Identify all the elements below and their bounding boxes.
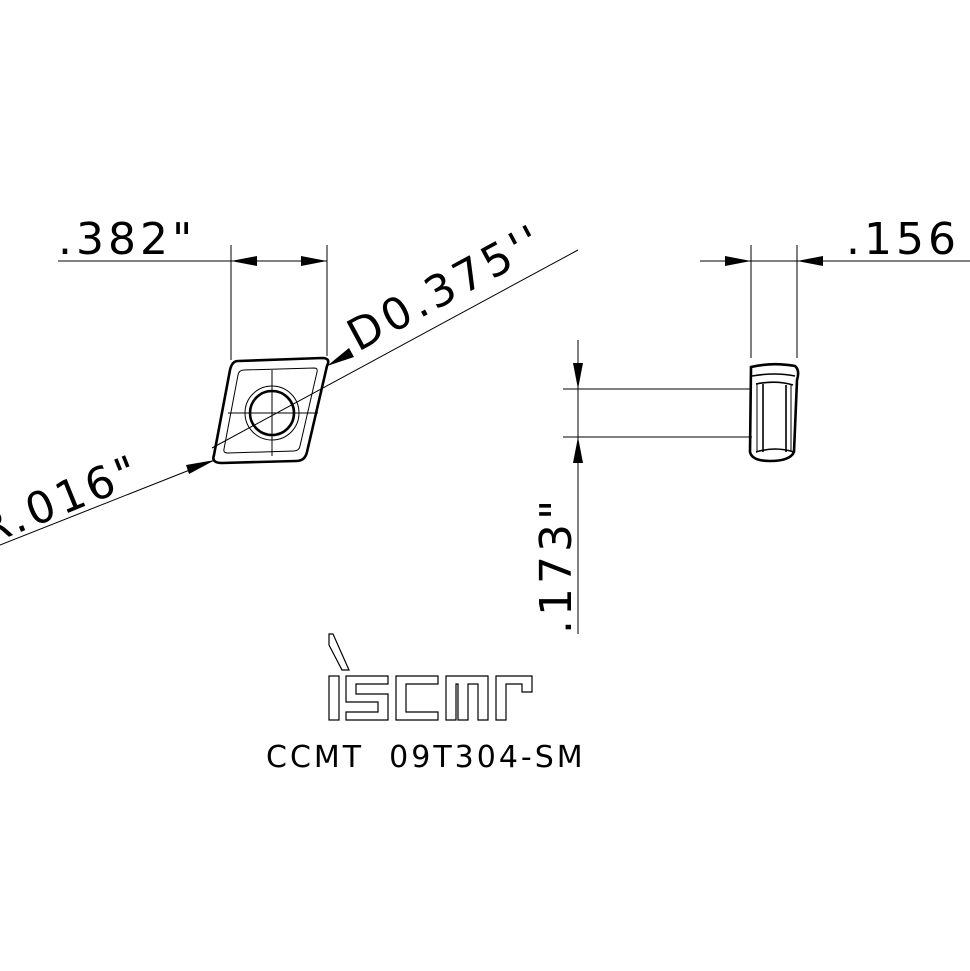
insert-side-view — [748, 362, 800, 463]
hole-arrowhead-bottom — [573, 437, 583, 463]
arrowhead-right — [301, 256, 327, 266]
iscar-logo: iscar — [328, 633, 533, 721]
width-dimension: .382" — [58, 214, 328, 360]
thickness-arrowhead-left — [725, 256, 751, 266]
insert-outline — [212, 356, 330, 465]
logo-a — [445, 675, 489, 721]
insert-inner-outline — [223, 367, 318, 454]
corner-radius-label: R.016" — [0, 445, 149, 556]
side-rake-profile — [751, 373, 796, 453]
diagonal-leader-line — [211, 249, 579, 449]
corner-radius-dimension: R.016" — [0, 445, 216, 556]
insert-top-view — [212, 356, 330, 465]
thickness-dimension-label: .156 — [846, 214, 960, 265]
part-number: CCMT 09T304-SM — [266, 740, 586, 775]
logo-i-stem — [328, 675, 340, 721]
thickness-arrowhead-right — [797, 256, 823, 266]
hole-dimension: .173" — [531, 340, 752, 634]
inscribed-circle-label: D0.375'' — [339, 214, 553, 362]
width-dimension-label: .382" — [58, 214, 196, 265]
hole-dimension-label: .173" — [531, 496, 582, 634]
logo-r — [495, 675, 533, 721]
radius-leader-line — [0, 459, 216, 546]
hole-arrowhead-top — [573, 363, 583, 389]
logo-s — [345, 675, 389, 721]
arrowhead-left — [231, 256, 257, 266]
arrowhead-r — [186, 460, 215, 474]
logo-c — [395, 675, 439, 721]
thickness-dimension: .156 — [700, 214, 970, 358]
arrowhead-d — [327, 348, 354, 366]
logo-i-dot — [328, 633, 350, 671]
